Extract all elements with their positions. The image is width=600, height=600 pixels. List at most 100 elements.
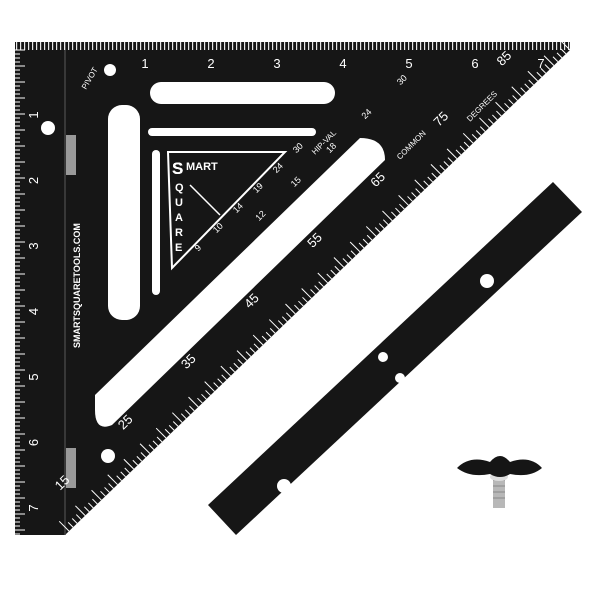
tick-mark xyxy=(107,474,118,485)
tick-mark xyxy=(559,39,571,51)
tick-mark xyxy=(395,207,401,214)
fence-inch-number: 2 xyxy=(26,177,41,184)
fence-inch-number: 3 xyxy=(26,242,41,249)
tick-mark xyxy=(253,343,260,350)
tick-mark xyxy=(265,331,272,338)
tick-mark xyxy=(560,48,567,55)
tick-mark xyxy=(136,456,143,462)
tick-mark xyxy=(104,487,110,493)
tick-mark xyxy=(543,55,555,66)
tick-mark xyxy=(100,490,106,497)
tick-mark xyxy=(205,390,211,396)
tick-mark xyxy=(423,180,429,187)
tick-mark xyxy=(479,126,486,132)
tick-mark xyxy=(475,130,482,136)
top-inch-number: 6 xyxy=(471,56,478,71)
tick-mark xyxy=(462,132,474,144)
tick-mark xyxy=(391,211,397,218)
tick-mark xyxy=(496,110,502,117)
tick-mark xyxy=(333,257,345,268)
tick-mark xyxy=(188,396,199,408)
tick-mark xyxy=(172,421,179,427)
tick-mark xyxy=(318,281,324,288)
tick-mark xyxy=(277,320,284,326)
tick-mark xyxy=(236,350,248,361)
tick-mark xyxy=(88,502,94,509)
tick-mark xyxy=(180,413,187,419)
tick-mark xyxy=(430,164,442,175)
tick-mark xyxy=(350,250,357,256)
fence-inch-number: 7 xyxy=(26,504,41,511)
tick-mark xyxy=(471,133,478,140)
top-inch-number: 2 xyxy=(207,56,214,71)
tick-mark xyxy=(75,514,82,520)
tick-mark xyxy=(245,351,252,357)
tick-mark xyxy=(455,149,462,156)
tick-mark xyxy=(326,273,332,280)
tick-mark xyxy=(92,498,98,505)
top-inch-number: 4 xyxy=(339,56,346,71)
fence-inch-number: 5 xyxy=(26,373,41,380)
tick-mark xyxy=(204,381,215,392)
tick-mark xyxy=(414,179,425,191)
tick-mark xyxy=(495,101,506,113)
hypotenuse-ticks xyxy=(58,39,571,532)
tick-mark xyxy=(201,393,207,400)
tick-mark xyxy=(252,334,264,346)
tick-mark xyxy=(184,409,191,416)
tick-mark xyxy=(439,165,446,171)
tick-mark xyxy=(148,444,155,450)
tick-mark xyxy=(463,141,470,148)
tick-mark xyxy=(237,359,244,365)
tick-mark xyxy=(152,440,159,447)
tick-mark xyxy=(431,172,438,179)
tick-mark xyxy=(220,365,231,377)
tick-mark xyxy=(310,289,316,295)
tick-mark xyxy=(512,95,518,101)
tick-mark xyxy=(164,428,171,435)
tick-mark xyxy=(294,304,300,311)
fence-inch-number: 4 xyxy=(26,308,41,315)
tick-mark xyxy=(213,382,219,388)
tick-mark xyxy=(268,319,280,330)
tick-mark xyxy=(378,223,385,229)
hip-number: 9 xyxy=(193,243,204,254)
tick-mark xyxy=(556,52,563,59)
tick-mark xyxy=(504,102,510,109)
tick-mark xyxy=(140,452,147,458)
tick-mark xyxy=(398,195,409,206)
tick-mark xyxy=(155,427,167,439)
tick-mark xyxy=(492,114,498,121)
tick-mark xyxy=(427,176,433,183)
fence-inch-number: 6 xyxy=(26,439,41,446)
tick-mark xyxy=(168,424,175,431)
tick-mark xyxy=(552,56,559,62)
tick-mark xyxy=(536,71,543,78)
tick-mark xyxy=(139,443,151,454)
top-inch-number: 7 xyxy=(537,56,544,71)
tick-mark xyxy=(314,285,320,291)
tick-mark xyxy=(415,188,421,194)
tick-mark xyxy=(540,68,547,74)
top-inch-number: 5 xyxy=(405,56,412,71)
tick-mark xyxy=(229,366,236,373)
tick-mark xyxy=(156,436,163,443)
tick-mark xyxy=(443,161,450,167)
common-number: 15 xyxy=(289,175,303,189)
tick-mark xyxy=(365,226,377,237)
tick-mark xyxy=(342,258,349,264)
tick-mark xyxy=(285,312,292,319)
tick-mark xyxy=(317,272,328,284)
tick-mark xyxy=(71,518,78,524)
tick-mark xyxy=(132,459,139,466)
tick-mark xyxy=(261,335,268,342)
tick-mark xyxy=(285,303,296,315)
